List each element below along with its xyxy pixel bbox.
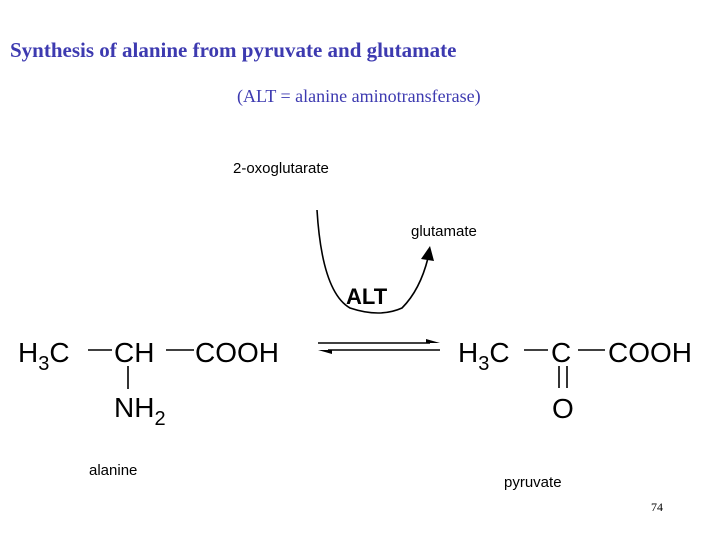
enzyme-label: ALT — [346, 284, 388, 309]
cosubstrate-curve — [316, 209, 429, 314]
slide-title: Synthesis of alanine from pyruvate and g… — [10, 38, 457, 62]
glutamate-label: glutamate — [411, 223, 477, 240]
page-number: 74 — [651, 500, 663, 514]
pyruvate-name: pyruvate — [504, 474, 562, 491]
pyruvate-o: O — [552, 393, 574, 424]
pyruvate-h3c: H3C — [458, 337, 510, 375]
reverse-arrowhead — [318, 350, 332, 354]
oxoglutarate-label: 2-oxoglutarate — [233, 160, 329, 177]
forward-arrowhead — [426, 339, 440, 343]
pyruvate-cooh: COOH — [608, 337, 692, 368]
alanine-h3c: H3C — [18, 337, 70, 375]
pyruvate-c: C — [551, 337, 571, 368]
glutamate-arrowhead — [421, 246, 434, 261]
slide-subtitle: (ALT = alanine aminotransferase) — [237, 86, 481, 106]
alanine-name: alanine — [89, 462, 137, 479]
alanine-ch: CH — [114, 337, 154, 368]
alanine-nh2: NH2 — [114, 392, 166, 430]
alanine-cooh: COOH — [195, 337, 279, 368]
